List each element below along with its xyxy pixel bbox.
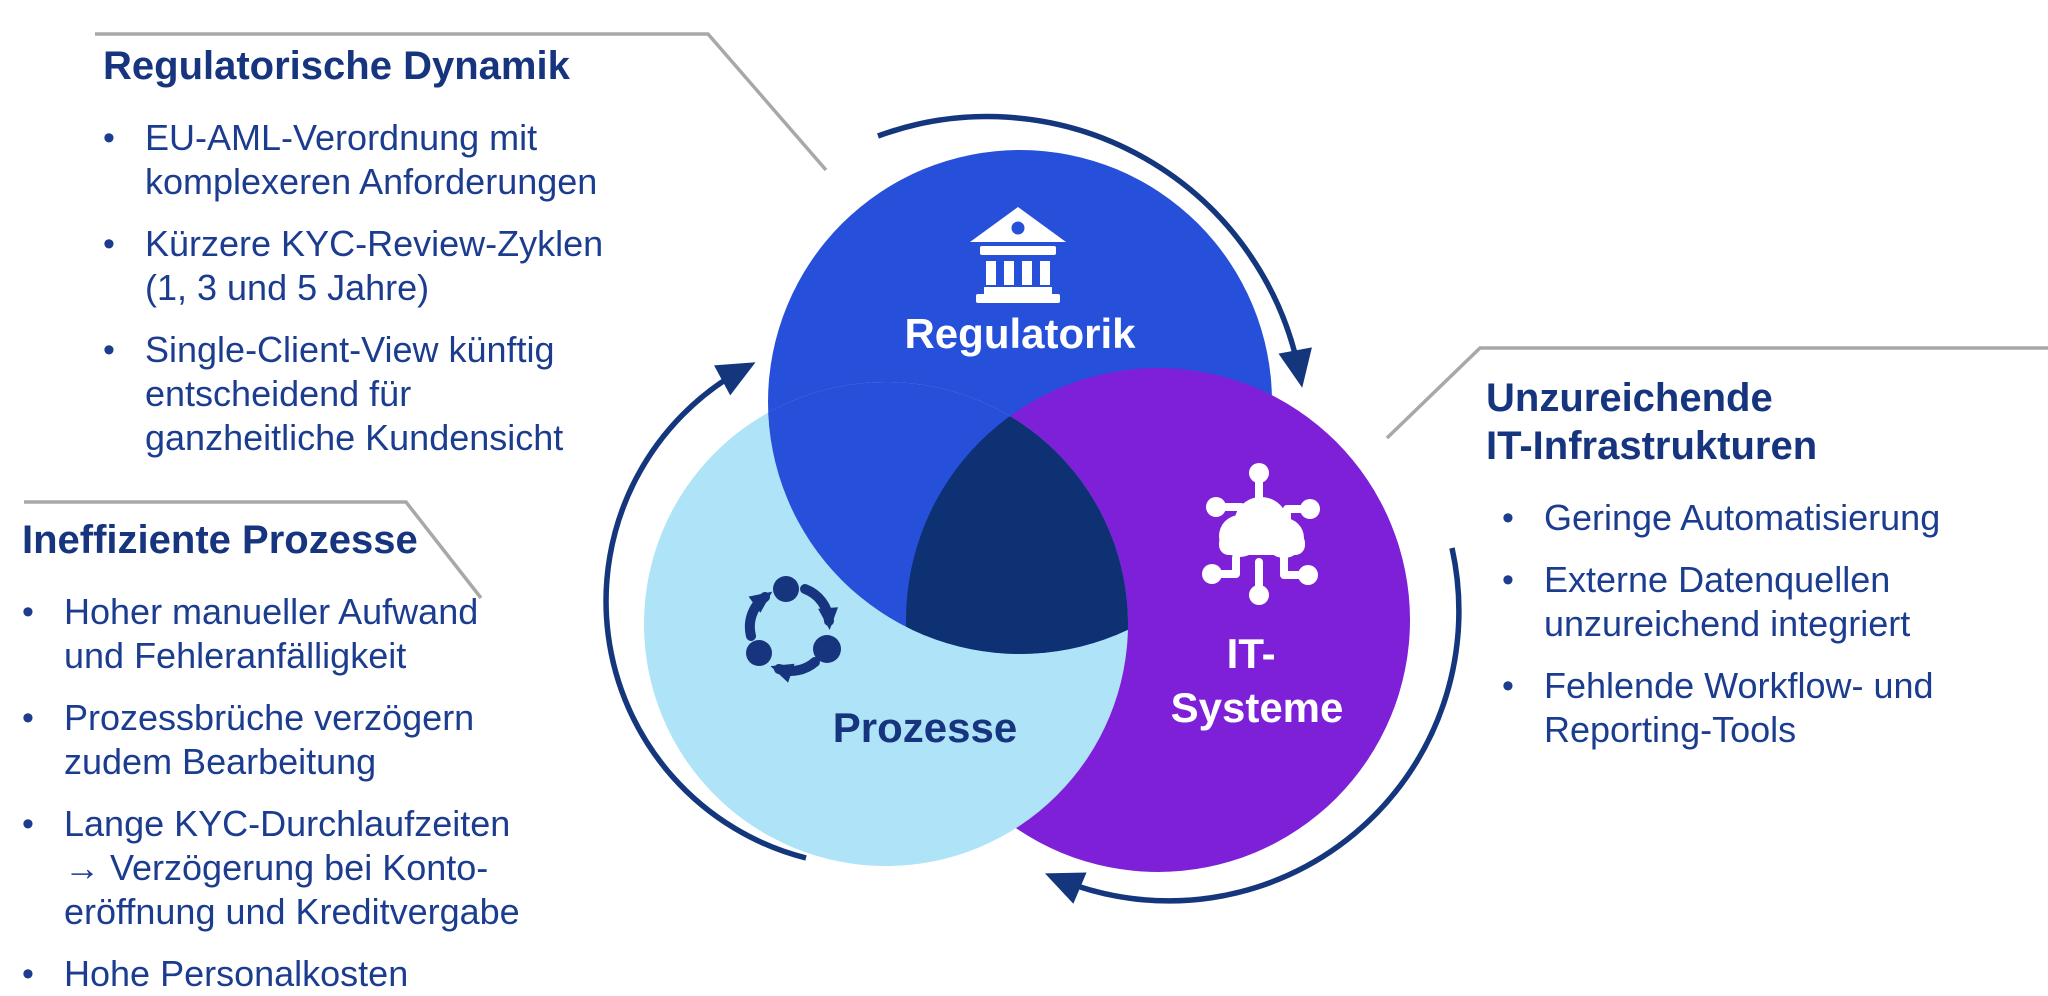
bullet-marker: •: [1502, 667, 1514, 705]
bullet-list: • Geringe Automatisierung • Externe Date…: [1486, 496, 2046, 752]
connector-line-regulatorische-dynamik: [95, 32, 828, 172]
bullet-text: Kürzere KYC-Review-Zyklen (1, 3 und 5 Ja…: [145, 223, 604, 308]
rotation-arrow-right-icon: [1044, 547, 1462, 904]
bullet-marker: •: [1502, 561, 1514, 599]
callout-heading: Ineffiziente Prozesse: [22, 518, 418, 562]
bullet-text: Hoher manueller Aufwand und Fehleranfäll…: [64, 591, 479, 676]
rotation-arrow-top-icon: [877, 113, 1312, 388]
bullet-item: • Geringe Automatisierung: [1502, 496, 2046, 540]
bullet-item: • Single-Client-View künftig entscheiden…: [103, 328, 723, 460]
bullet-marker: •: [22, 699, 34, 737]
label-regulatorik: Regulatorik: [904, 310, 1136, 357]
bullet-marker: •: [22, 593, 34, 631]
callout-ineffiziente-prozesse: Ineffiziente Prozesse • Hoher manueller …: [22, 516, 662, 996]
cycle-arrows-icon: [744, 576, 841, 683]
bullet-item: • Externe Datenquellen unzureichend inte…: [1502, 558, 2046, 646]
bullet-text: Lange KYC-Durchlaufzeiten → Verzögerung …: [64, 803, 520, 932]
connector-line-ineffiziente-prozesse: [24, 500, 483, 600]
bullet-text: Single-Client-View künftig entscheidend …: [145, 329, 564, 458]
bullet-marker: •: [103, 119, 115, 157]
bullet-item: • Lange KYC-Durchlaufzeiten → Verzögerun…: [22, 802, 662, 934]
bullet-text: Fehlende Workflow- und Reporting-Tools: [1544, 665, 1934, 750]
bullet-item: • Hoher manueller Aufwand und Fehleranfä…: [22, 590, 662, 678]
bullet-item: • Fehlende Workflow- und Reporting-Tools: [1502, 664, 2046, 752]
bullet-text: Prozessbrüche verzögern zudem Bearbeitun…: [64, 697, 475, 782]
callout-heading: Regulatorische Dynamik: [103, 44, 570, 88]
bullet-item: • Kürzere KYC-Review-Zyklen (1, 3 und 5 …: [103, 222, 723, 310]
bullet-marker: •: [22, 955, 34, 993]
bullet-marker: •: [22, 805, 34, 843]
bullet-item: • Hohe Personalkosten: [22, 952, 662, 996]
label-prozesse: Prozesse: [833, 704, 1017, 751]
bullet-text: Geringe Automatisierung: [1544, 497, 1941, 538]
bullet-text: Externe Datenquellen unzureichend integr…: [1544, 559, 1911, 644]
overlap-center: [906, 382, 1128, 654]
label-it-line2: Systeme: [1171, 684, 1344, 731]
bullet-list: • EU-AML-Verordnung mit komplexeren Anfo…: [103, 116, 723, 460]
callout-regulatorische-dynamik: Regulatorische Dynamik • EU-AML-Verordnu…: [103, 42, 723, 478]
bullet-text: Hohe Personalkosten: [64, 953, 409, 994]
cloud-network-icon: [1202, 463, 1320, 605]
callout-unzureichende-it-infrastrukturen: Unzureichende IT-Infrastrukturen • Gerin…: [1486, 374, 2046, 770]
bullet-text: EU-AML-Verordnung mit komplexeren Anford…: [145, 117, 598, 202]
bullet-item: • Prozessbrüche verzögern zudem Bearbeit…: [22, 696, 662, 784]
label-it-systeme: IT- Systeme: [1171, 630, 1344, 731]
bullet-marker: •: [103, 331, 115, 369]
bullet-marker: •: [103, 225, 115, 263]
bullet-marker: •: [1502, 499, 1514, 537]
label-it-line1: IT-: [1227, 630, 1276, 677]
bullet-list: • Hoher manueller Aufwand und Fehleranfä…: [22, 590, 662, 996]
callout-heading: Unzureichende IT-Infrastrukturen: [1486, 376, 1818, 468]
connector-line-unzureichende-it: [1385, 346, 2048, 440]
bank-icon: [970, 207, 1066, 303]
bullet-item: • EU-AML-Verordnung mit komplexeren Anfo…: [103, 116, 723, 204]
rotation-arrow-left-icon: [603, 362, 807, 861]
